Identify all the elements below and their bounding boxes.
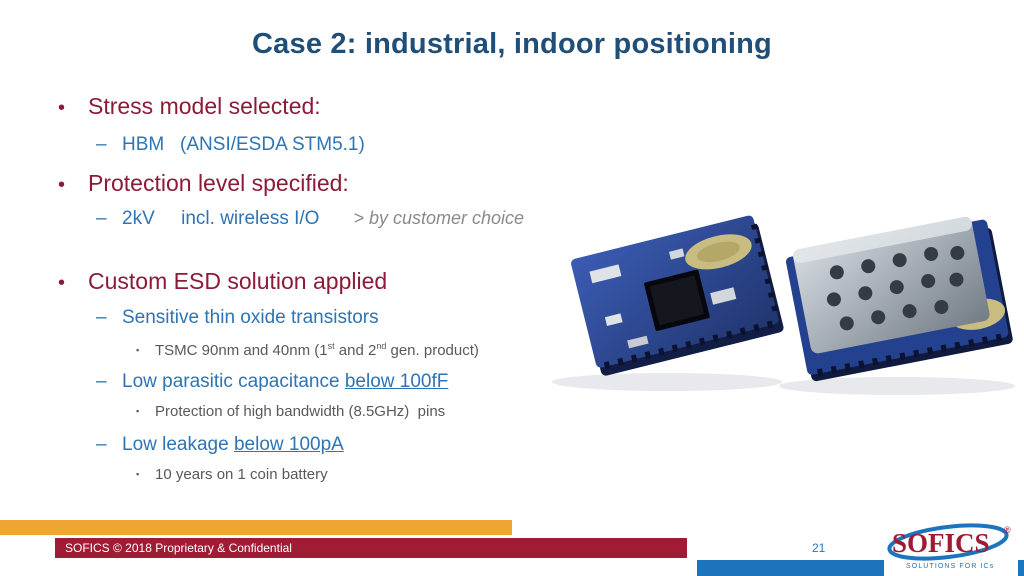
dash-bullet-icon: – xyxy=(96,434,107,455)
text-part: Low parasitic capacitance xyxy=(122,371,345,392)
slide-title: Case 2: industrial, indoor positioning xyxy=(252,28,772,60)
detail-bandwidth: ▪ Protection of high bandwidth (8.5GHz) … xyxy=(136,403,445,420)
sub-bullet-low-leakage: – Low leakage below 100pA xyxy=(96,434,344,456)
dash-bullet-icon: – xyxy=(96,307,107,328)
text-part: TSMC 90nm and 40nm (1 xyxy=(155,342,328,359)
dot-bullet-icon: • xyxy=(58,272,66,294)
sub-bullet-2kv: – 2kV incl. wireless I/O > by customer c… xyxy=(96,208,524,230)
bullet-stress-model: • Stress model selected: xyxy=(58,93,321,120)
text-part: and 2 xyxy=(334,342,377,359)
registered-mark: ® xyxy=(1004,525,1011,535)
page-number: 21 xyxy=(812,541,826,555)
square-bullet-icon: ▪ xyxy=(136,345,140,355)
underlined-text: below 100fF xyxy=(344,371,449,392)
sub-bullet-text: HBM (ANSI/ESDA STM5.1) xyxy=(122,134,365,155)
sofics-logo-svg: SOFICS ® SOLUTIONS FOR ICs xyxy=(887,523,1011,570)
pcb-module-right xyxy=(786,216,1013,382)
detail-text: TSMC 90nm and 40nm (1st and 2nd gen. pro… xyxy=(155,341,479,359)
dash-bullet-icon: – xyxy=(96,134,107,155)
logo-wordmark: SOFICS xyxy=(892,528,990,558)
logo-swoosh-icon xyxy=(887,523,1009,561)
bullet-text: Protection level specified: xyxy=(88,170,349,196)
superscript-nd: nd xyxy=(376,341,387,351)
sub-bullet-text: Sensitive thin oxide transistors xyxy=(122,307,379,328)
confidential-text: SOFICS © 2018 Proprietary & Confidential xyxy=(65,541,292,555)
detail-text: 10 years on 1 coin battery xyxy=(155,466,328,483)
detail-coin-battery: ▪ 10 years on 1 coin battery xyxy=(136,466,328,483)
detail-text: Protection of high bandwidth (8.5GHz) pi… xyxy=(155,403,446,420)
superscript-st: st xyxy=(327,341,335,351)
pcb-module-left xyxy=(571,215,784,376)
underlined-text: below 100pA xyxy=(233,434,344,455)
sub-bullet-thin-oxide: – Sensitive thin oxide transistors xyxy=(96,307,379,329)
pcb-modules-image xyxy=(552,182,1022,397)
footer-orange-bar xyxy=(0,520,512,535)
sub-bullet-text: Low leakage below 100pA xyxy=(122,434,344,456)
bullet-protection-level: • Protection level specified: xyxy=(58,170,349,197)
pcb-photo-svg xyxy=(552,215,1015,395)
text-part: gen. product) xyxy=(386,342,479,359)
bullet-text: Custom ESD solution applied xyxy=(88,268,388,294)
text-part: Low leakage xyxy=(122,434,234,455)
dash-bullet-icon: – xyxy=(96,208,107,229)
customer-choice-note: > by customer choice xyxy=(353,208,525,228)
sofics-logo: SOFICS ® SOLUTIONS FOR ICs xyxy=(884,520,1018,576)
bullet-text: Stress model selected: xyxy=(88,93,321,119)
logo-tagline: SOLUTIONS FOR ICs xyxy=(906,563,994,570)
dash-bullet-icon: – xyxy=(96,371,107,392)
sub-bullet-text: Low parasitic capacitance below 100fF xyxy=(122,371,448,393)
dot-bullet-icon: • xyxy=(58,97,66,119)
square-bullet-icon: ▪ xyxy=(136,406,140,416)
sub-bullet-hbm: – HBM (ANSI/ESDA STM5.1) xyxy=(96,134,365,156)
shield-holes xyxy=(826,245,965,331)
detail-tsmc: ▪ TSMC 90nm and 40nm (1st and 2nd gen. p… xyxy=(136,341,479,359)
sub-bullet-text: 2kV incl. wireless I/O xyxy=(122,208,320,229)
sub-bullet-low-capacitance: – Low parasitic capacitance below 100fF xyxy=(96,371,448,393)
bullet-custom-esd: • Custom ESD solution applied xyxy=(58,268,387,295)
square-bullet-icon: ▪ xyxy=(136,469,140,479)
dot-bullet-icon: • xyxy=(58,174,66,196)
footer-confidential-bar: SOFICS © 2018 Proprietary & Confidential xyxy=(55,538,687,558)
